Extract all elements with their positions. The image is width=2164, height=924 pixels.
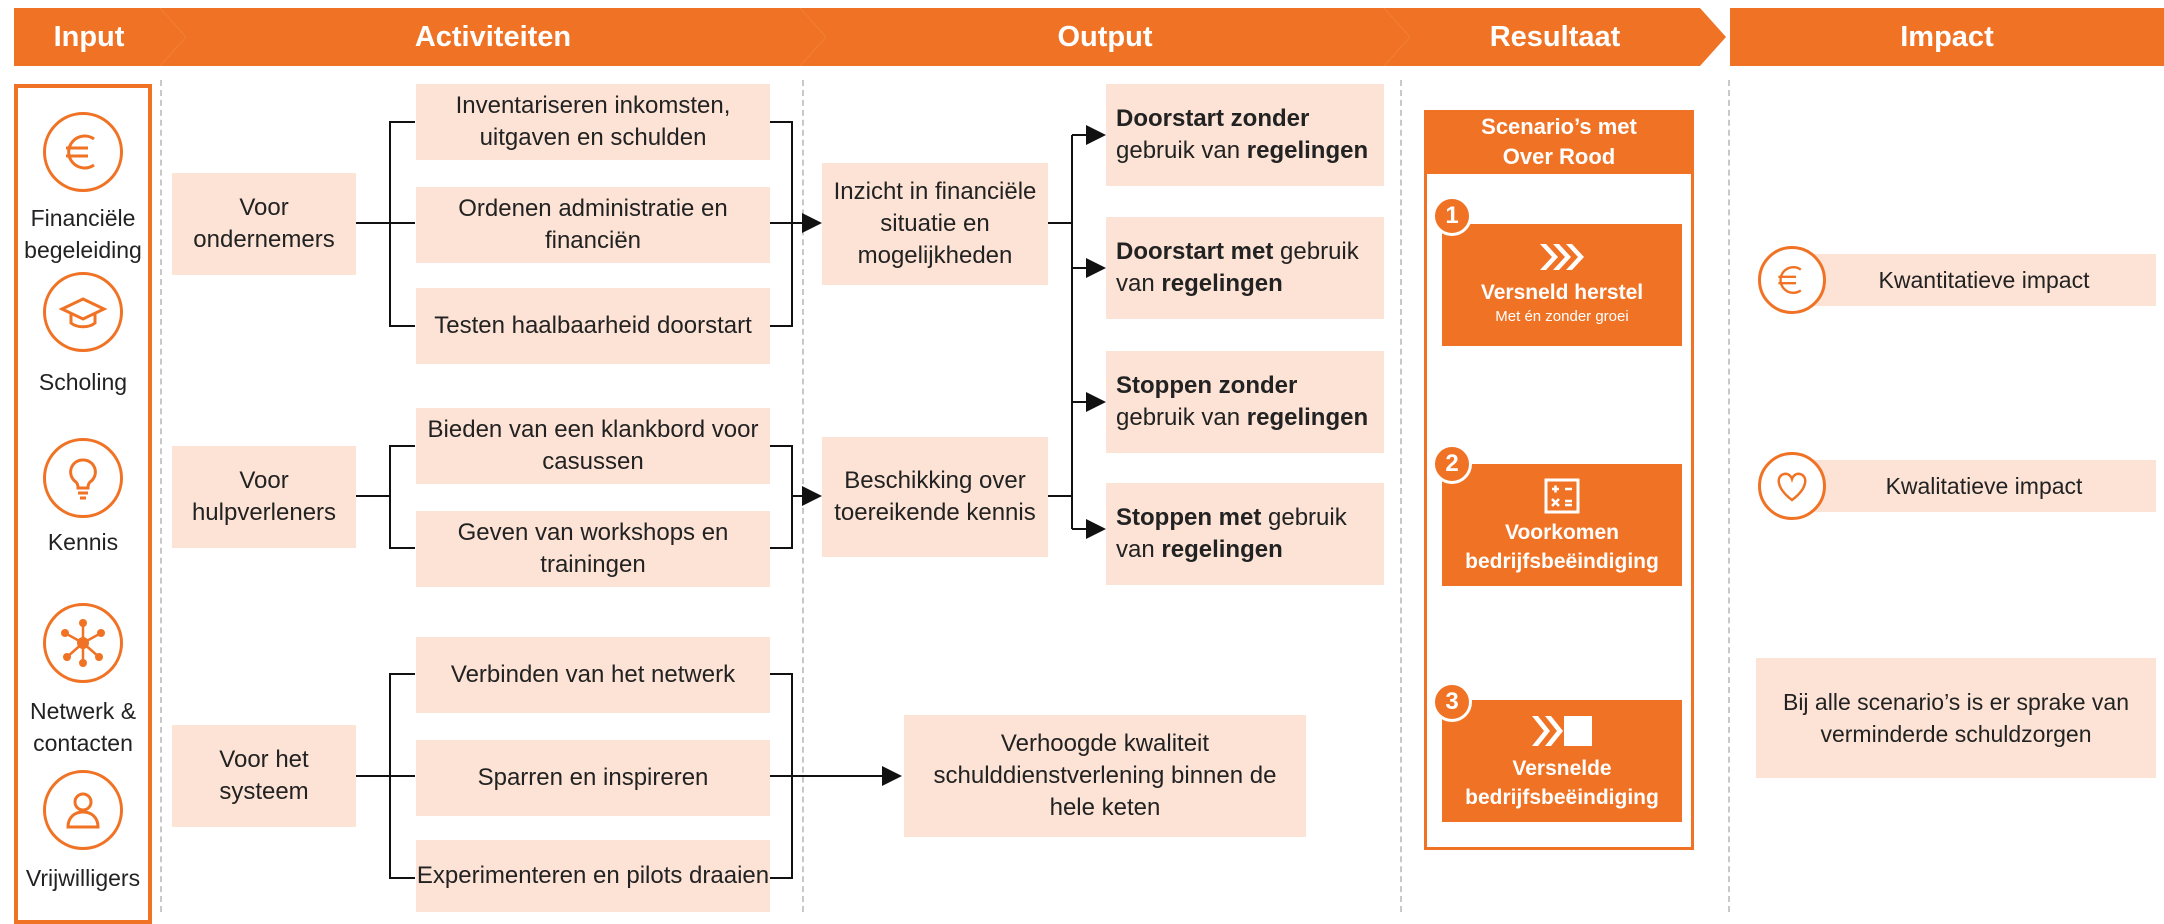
scenario-bold: regelingen [1246,137,1369,164]
activity-box: Geven van workshops en trainingen [416,511,770,587]
header-impact-shape [1730,8,2164,66]
result-card: Voorkomen bedrijfsbeëindiging [1442,464,1682,586]
input-label-kennis: Kennis [47,529,119,555]
activity-box: Experimenteren en pilots draaien [416,840,770,912]
input-label-netwerk-contacten: Netwerk & contacten [29,698,137,756]
scenario-bold: regelingen [1161,536,1283,563]
target-box: Voor ondernemers [172,173,356,275]
scenario-bold: regelingen [1161,270,1283,297]
scenario-box: Doorstart zonder gebruik van regelingen [1106,84,1384,186]
scenario-box: Stoppen zonder gebruik van regelingen [1106,351,1384,453]
graduation-cap-icon [43,272,123,352]
activity-box: Inventariseren inkomsten, uitgaven en sc… [416,84,770,160]
activity-box: Verbinden van het netwerk [416,637,770,713]
output-box: Beschikking over toereikende kennis [822,437,1048,557]
person-icon [43,770,123,850]
forward-stop-icon [1442,714,1682,754]
result-number-badge: 3 [1432,682,1472,722]
scenario-text: van [1116,536,1162,563]
fast-forward-icon [1442,242,1682,278]
scenario-bold: Stoppen zonder [1116,372,1298,399]
euro-icon [43,112,123,192]
header-input-shape [14,8,186,66]
column-divider [1400,80,1402,912]
header-activiteiten: Activiteiten [414,20,572,53]
output-box: Verhoogde kwaliteit schulddienstverlenin… [904,715,1306,837]
header-impact: Impact [1900,20,1994,53]
scenario-text: gebruik van [1116,404,1247,431]
header-output-shape [800,8,1410,66]
result-card-title: Versnelde bedrijfsbeëindiging [1465,757,1659,809]
input-label-scholing: Scholing [38,369,128,395]
activity-box: Testen haalbaarheid doorstart [416,288,770,364]
euro-icon [1758,246,1826,314]
header-input: Input [53,20,125,53]
scenario-box: Stoppen met gebruik van regelingen [1106,483,1384,585]
result-number-badge: 2 [1432,444,1472,484]
scenario-box: Doorstart met gebruik van regelingen [1106,217,1384,319]
impact-item: Kwantitatieve impact [1812,254,2156,306]
column-divider [160,80,162,912]
result-card-title: Versneld herstel [1480,281,1644,304]
header-activiteiten-shape [160,8,826,66]
result-card: Versnelde bedrijfsbeëindiging [1442,700,1682,822]
scenario-bold: Stoppen met [1116,504,1262,531]
scenario-text: gebruik [1273,238,1359,265]
calculator-icon [1442,478,1682,518]
impact-item: Kwalitatieve impact [1812,460,2156,512]
result-card-subtitle: Met én zonder groei [1495,308,1629,325]
scenario-text: gebruik van [1116,137,1247,164]
result-number-badge: 1 [1432,196,1472,236]
scenario-bold: Doorstart zonder [1116,105,1310,132]
impact-note: Bij alle scenario’s is er sprake van ver… [1756,658,2156,778]
target-box: Voor hulpverleners [172,446,356,548]
resultaat-title: Scenario’s met Over Rood [1424,110,1694,174]
column-divider [1728,80,1730,912]
header-resultaat-shape [1384,8,1726,66]
scenario-text: gebruik [1261,504,1347,531]
lightbulb-icon [43,438,123,518]
result-card: Versneld herstel Met én zonder groei [1442,224,1682,346]
target-box: Voor het systeem [172,725,356,827]
header-output: Output [1057,20,1153,53]
activity-box: Bieden van een klankbord voor casussen [416,408,770,484]
scenario-text: van [1116,270,1162,297]
resultaat-title-text: Scenario’s met Over Rood [1481,114,1637,169]
activity-box: Sparren en inspireren [416,740,770,816]
input-label-vrijwilligers: Vrijwilligers [25,865,141,891]
header-resultaat: Resultaat [1489,20,1621,53]
network-icon [43,603,123,683]
heart-icon [1758,452,1826,520]
output-box: Inzicht in financiële situatie en mogeli… [822,163,1048,285]
scenario-bold: regelingen [1246,404,1369,431]
result-card-title: Voorkomen bedrijfsbeëindiging [1465,521,1659,573]
scenario-bold: Doorstart met [1116,238,1274,265]
input-label-financiele-begeleiding: Financiële begeleiding [24,205,142,263]
activity-box: Ordenen administratie en financiën [416,187,770,263]
header-chevrons [14,8,2164,66]
